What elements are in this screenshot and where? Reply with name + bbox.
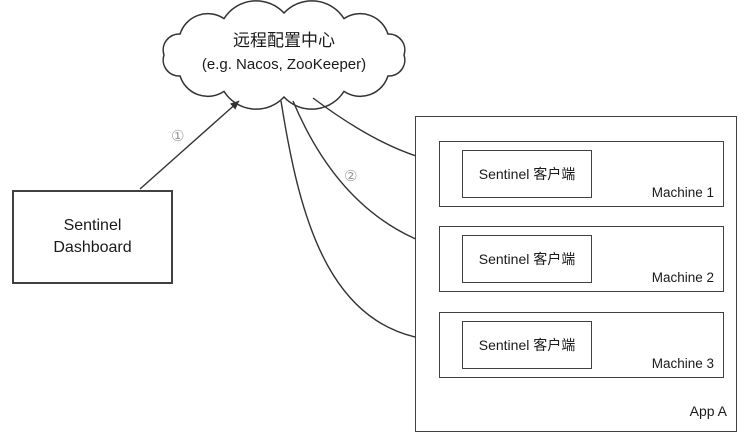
cloud-title: 远程配置中心 — [233, 31, 335, 50]
machine-3-box: Sentinel 客户端 Machine 3 — [439, 312, 724, 378]
remote-config-cloud: 远程配置中心 (e.g. Nacos, ZooKeeper) — [164, 29, 404, 77]
machine-2-box: Sentinel 客户端 Machine 2 — [439, 226, 724, 292]
step-1-annotation: ① — [171, 128, 185, 145]
machine-1-box: Sentinel 客户端 Machine 1 — [439, 141, 724, 207]
sentinel-client-box: Sentinel 客户端 — [462, 235, 592, 283]
cloud-subtitle: (e.g. Nacos, ZooKeeper) — [201, 56, 367, 73]
dashboard-label-line1: Sentinel — [63, 217, 122, 234]
sentinel-dashboard-box: Sentinel Dashboard — [12, 190, 173, 284]
machine-1-label: Machine 1 — [651, 185, 714, 200]
sentinel-client-box: Sentinel 客户端 — [462, 150, 592, 198]
dashboard-label-line2: Dashboard — [53, 239, 132, 256]
app-a-label: App A — [689, 403, 727, 419]
step-2-annotation: ② — [344, 168, 358, 185]
dashboard-to-cloud-arrow — [139, 100, 240, 190]
machine-2-label: Machine 2 — [651, 270, 714, 285]
app-a-box: Sentinel 客户端 Machine 1 Sentinel 客户端 Mach… — [415, 116, 737, 432]
remote-config-cloud-shape — [162, 0, 406, 110]
cloud-to-machine3-arrow — [280, 100, 452, 345]
sentinel-client-box: Sentinel 客户端 — [462, 321, 592, 369]
machine-3-label: Machine 3 — [651, 356, 714, 371]
